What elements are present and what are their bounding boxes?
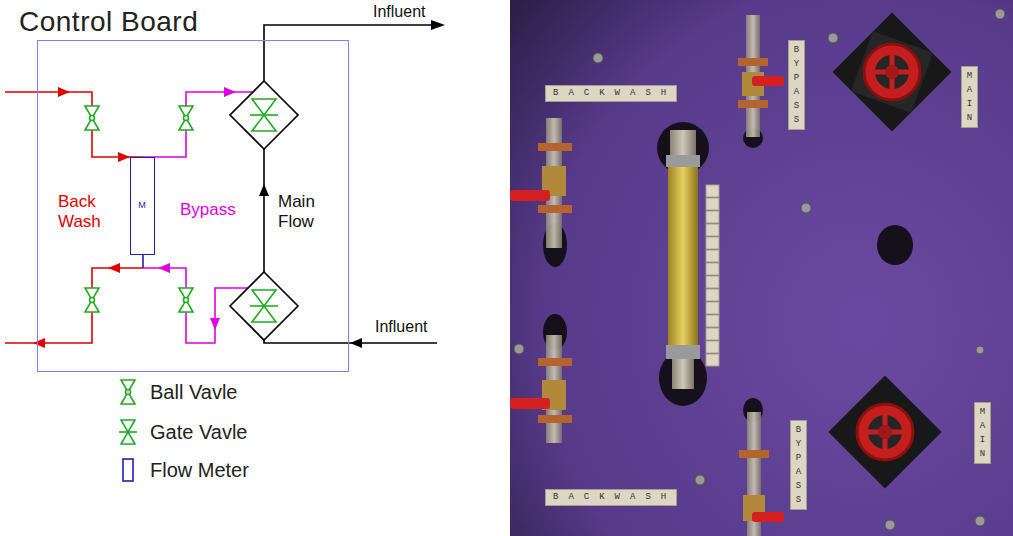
legend-symbols: [119, 380, 137, 481]
backwash-label: Back Wash: [58, 192, 101, 231]
keycap-label: BACKWASH: [545, 85, 677, 102]
backwash-pipes: [5, 92, 143, 343]
main-flow-label: Main Flow: [278, 192, 315, 231]
legend-text: Gate Vavle: [150, 421, 247, 443]
legend-text: Ball Vavle: [150, 381, 237, 403]
keycap-label: BYPASS: [790, 420, 807, 510]
flow-arrows: [33, 20, 445, 348]
keycap-label: BACKWASH: [545, 489, 677, 506]
ball-valves: [85, 106, 193, 312]
keycap-label: MAIN: [974, 402, 991, 464]
legend-text: Flow Meter: [150, 459, 249, 481]
influent-inlet-label: Influent: [375, 318, 427, 336]
meter-pipes: [142, 255, 144, 268]
keycap-label: MAIN: [961, 66, 978, 128]
keycap-label: BYPASS: [788, 40, 805, 130]
meter-letter: M: [138, 201, 146, 210]
main-pipe: [264, 25, 437, 343]
board-photo: [510, 0, 1013, 536]
bypass-label: Bypass: [180, 200, 236, 220]
board-title: Control Board: [19, 6, 198, 38]
influent-outlet-label: Influent: [373, 3, 425, 21]
flow-meter-box: M: [130, 157, 155, 255]
